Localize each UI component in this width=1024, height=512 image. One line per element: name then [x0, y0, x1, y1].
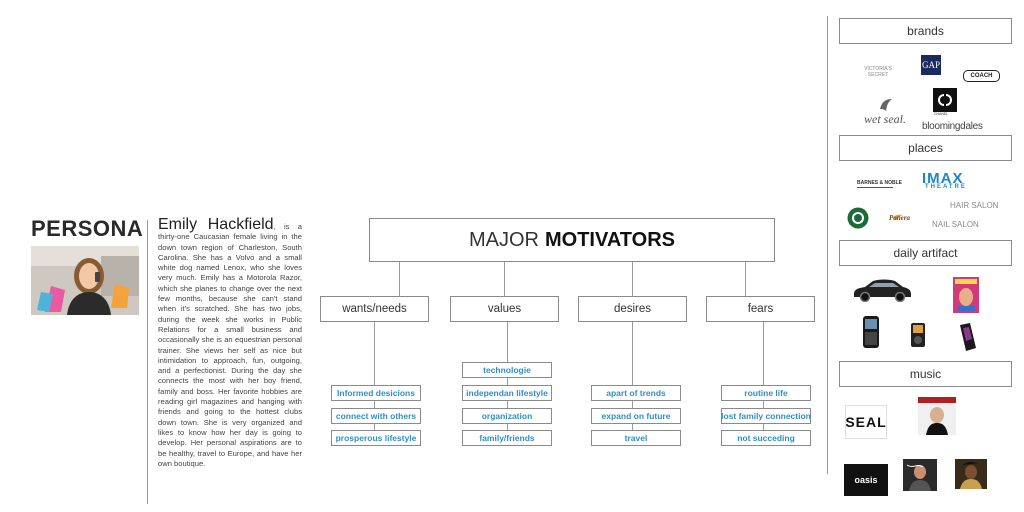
item-expand-on-future: expand on future	[591, 408, 681, 424]
chanel-logo: CHANEL	[934, 112, 949, 116]
category-desires: desires	[578, 296, 687, 322]
item-not-succeding: not succeding	[721, 430, 811, 446]
title-plain: MAJOR	[469, 228, 539, 251]
razr-phone-icon	[956, 322, 980, 357]
bloomingdales-logo: bloomingdales	[922, 121, 983, 132]
spine	[507, 322, 508, 446]
category-fears: fears	[706, 296, 815, 322]
hair-salon-label: HAIR SALON	[950, 201, 999, 210]
category-values: values	[450, 296, 559, 322]
wet-seal-icon	[878, 97, 894, 118]
coach-logo: COACH	[963, 70, 1000, 82]
nail-salon-label: NAIL SALON	[932, 220, 979, 229]
barnes-noble-underline	[857, 187, 893, 188]
victorias-secret-logo: VICTORIA'S SECRET	[864, 66, 892, 78]
title-bold: MOTIVATORS	[545, 228, 675, 251]
wet-seal-logo: wet seal.	[864, 112, 906, 126]
item-prosperous-lifestyle: prosperous lifestyle	[331, 430, 421, 446]
item-independan-lifestyle: independan lifestyle	[462, 385, 552, 401]
persona-bio-text: , is a thirty-one Caucasian female livin…	[158, 222, 302, 468]
section-music: music	[839, 361, 1012, 387]
spine	[374, 322, 375, 446]
oasis-album-cover: oasis	[844, 464, 888, 496]
category-wants-needs: wants/needs	[320, 296, 429, 322]
album-cover-4	[903, 459, 937, 496]
panera-logo: Panera	[889, 214, 910, 222]
panera-icon	[891, 208, 905, 226]
magazine-icon	[953, 277, 979, 313]
ipod-icon	[910, 322, 926, 353]
car-icon	[851, 276, 913, 307]
connector	[504, 262, 505, 296]
persona-heading: PERSONA	[31, 216, 144, 241]
item-apart-of-trends: apart of trends	[591, 385, 681, 401]
connector	[399, 262, 400, 296]
item-lost-family-connection: lost family connection	[721, 408, 811, 424]
barnes-noble-logo: BARNES & NOBLE	[857, 180, 903, 186]
left-divider	[147, 220, 148, 504]
album-cover-5	[955, 459, 987, 494]
gap-logo: GAP	[921, 55, 941, 75]
blackberry-icon	[862, 315, 880, 354]
chanel-icon	[933, 88, 957, 112]
imax-theatre-label: THEATRE	[925, 184, 967, 190]
imax-logo: IMAX	[922, 170, 964, 187]
persona-bio: Emily Hackfield, is a thirty-one Caucasi…	[158, 217, 302, 469]
item-organization: organization	[462, 408, 552, 424]
item-connect-with-others: connect with others	[331, 408, 421, 424]
item-informed-decisions: Informed desicions	[331, 385, 421, 401]
connector	[632, 262, 633, 296]
right-divider	[827, 16, 828, 474]
connector	[745, 262, 746, 296]
spine	[632, 322, 633, 446]
persona-photo	[31, 246, 139, 315]
spine	[763, 322, 764, 446]
section-brands: brands	[839, 18, 1012, 44]
major-motivators-box: MAJOR MOTIVATORS	[369, 218, 775, 262]
section-places: places	[839, 135, 1012, 161]
section-daily-artifact: daily artifact	[839, 240, 1012, 266]
item-travel: travel	[591, 430, 681, 446]
seal-album-cover: SEAL	[845, 405, 887, 439]
item-family-friends: family/friends	[462, 430, 552, 446]
persona-name: Emily Hackfield	[158, 216, 274, 233]
item-routine-life: routine life	[721, 385, 811, 401]
item-technologie: technologie	[462, 362, 552, 378]
starbucks-icon	[847, 207, 869, 234]
album-cover-2	[918, 397, 956, 440]
